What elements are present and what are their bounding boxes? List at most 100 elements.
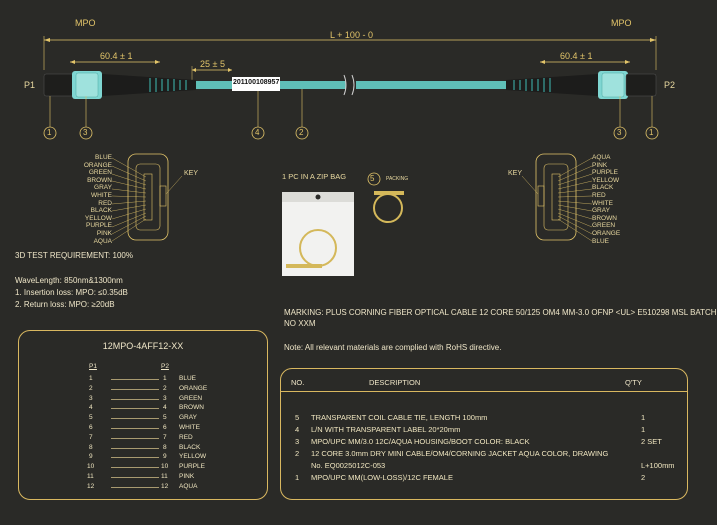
pin-line xyxy=(111,437,159,439)
fiber-color: RED xyxy=(98,199,112,207)
key-left-label: KEY xyxy=(184,170,199,177)
label-offset-dim: 25 ± 5 xyxy=(200,59,225,69)
bom-qty: 2 xyxy=(641,473,646,482)
callout-3-left: 3 xyxy=(83,128,88,137)
connector-left-face xyxy=(111,153,183,242)
pin-p2: 11 xyxy=(161,473,168,480)
connector-right-face xyxy=(521,153,593,242)
pin-p1: 11 xyxy=(87,473,94,480)
p1-label: P1 xyxy=(24,80,36,90)
pin-color: WHITE xyxy=(179,424,200,431)
pin-p2: 12 xyxy=(161,482,169,490)
pin-color: GREEN xyxy=(179,394,203,402)
pin-p1: 5 xyxy=(89,414,93,422)
pin-line xyxy=(111,379,159,380)
bom-qty: 2 SET xyxy=(641,437,662,446)
pin-color: YELLOW xyxy=(179,453,207,461)
fiber-color: GRAY xyxy=(592,207,610,215)
rohs-note: Note: All relevant materials are complie… xyxy=(284,343,502,352)
mpo-left-label: MPO xyxy=(75,18,96,28)
pin-line xyxy=(111,418,159,420)
packing-title: 1 PC IN A ZIP BAG xyxy=(282,172,347,181)
fiber-color: BLACK xyxy=(592,184,614,192)
pin-p1: 10 xyxy=(87,463,95,471)
cable-label-number: 201100108957 xyxy=(233,79,280,86)
p2-label: P2 xyxy=(664,80,676,90)
fiber-color: AQUA xyxy=(592,154,611,161)
fiber-color: BLUE xyxy=(592,237,609,245)
packing-callout: 5 xyxy=(370,174,375,183)
pin-line xyxy=(111,388,159,390)
bom-description: No. EQ0025012C-053 xyxy=(311,461,386,470)
fiber-color: BLACK xyxy=(90,207,112,215)
bom-qty: 1 xyxy=(641,413,646,422)
fiber-color: GREEN xyxy=(88,169,112,177)
pin-line xyxy=(111,457,159,459)
pinout-row: 3 3 GREEN xyxy=(89,395,259,405)
fiber-color: GRAY xyxy=(94,184,112,192)
pin-color: ORANGE xyxy=(179,384,208,392)
pin-p2: 1 xyxy=(163,375,167,382)
pin-line xyxy=(111,467,159,469)
packing-label: PACKING xyxy=(386,176,409,182)
pin-p2: 4 xyxy=(163,404,167,412)
pin-p2: 3 xyxy=(163,394,167,402)
pin-p2: 5 xyxy=(163,414,167,422)
pinout-row: 12 12 AQUA xyxy=(87,482,259,493)
pin-line xyxy=(111,398,159,400)
pin-line xyxy=(111,477,159,478)
bom-header-description: DESCRIPTION xyxy=(369,378,421,387)
test-return-loss: 2. Return loss: MPO: ≥20dB xyxy=(15,300,115,309)
fiber-color: RED xyxy=(592,191,606,199)
pin-p2: 6 xyxy=(163,424,167,431)
left-length-dim: 60.4 ± 1 xyxy=(100,51,133,61)
callout-1-right: 1 xyxy=(649,128,654,137)
pin-p2: 7 xyxy=(163,433,167,441)
pinout-col-p1: P1 xyxy=(89,363,97,370)
fiber-color: BROWN xyxy=(592,214,617,222)
bom-no: 3 xyxy=(295,437,300,446)
pin-p2: 9 xyxy=(163,453,167,461)
fiber-color: PURPLE xyxy=(592,169,619,177)
callout-2: 2 xyxy=(299,128,304,137)
bom-row: 4 L/N WITH TRANSPARENT LABEL 20*20mm 1 xyxy=(289,425,669,437)
test-wavelength: WaveLength: 850nm&1300nm xyxy=(15,276,123,285)
fiber-color: PURPLE xyxy=(85,222,112,230)
key-right-label: KEY xyxy=(508,170,523,177)
fiber-color: PINK xyxy=(592,161,608,169)
test-insertion-loss: 1. Insertion loss: MPO: ≤0.35dB xyxy=(15,288,128,297)
pin-p1: 12 xyxy=(87,482,95,490)
bom-panel: NO. DESCRIPTION Q'TY 5 TRANSPARENT COIL … xyxy=(280,368,688,500)
pin-p1: 7 xyxy=(89,433,93,441)
fiber-color: BROWN xyxy=(87,176,112,184)
callout-3-right: 3 xyxy=(617,128,622,137)
bom-description: MPO/UPC MM/3.0 12C/AQUA HOUSING/BOOT COL… xyxy=(311,437,530,446)
pinout-col-p2: P2 xyxy=(161,363,169,370)
pin-p1: 3 xyxy=(89,394,93,402)
bom-description: TRANSPARENT COIL CABLE TIE, LENGTH 100mm xyxy=(311,413,488,422)
pin-color: AQUA xyxy=(179,482,198,490)
pin-line xyxy=(111,408,159,410)
fiber-color: ORANGE xyxy=(83,161,112,169)
pin-p1: 8 xyxy=(89,443,93,451)
bom-no: 5 xyxy=(295,413,300,422)
bom-qty: L+100mm xyxy=(641,461,675,470)
pin-line xyxy=(111,428,159,429)
pin-color: BROWN xyxy=(179,404,204,412)
pin-color: BLACK xyxy=(179,443,201,451)
fiber-color: WHITE xyxy=(91,191,112,199)
bom-header-qty: Q'TY xyxy=(625,378,642,387)
fiber-color: YELLOW xyxy=(592,176,620,184)
bom-description: L/N WITH TRANSPARENT LABEL 20*20mm xyxy=(311,425,461,434)
fiber-color: ORANGE xyxy=(592,229,621,237)
fiber-color: BLUE xyxy=(95,154,112,161)
bom-row: 3 MPO/UPC MM/3.0 12C/AQUA HOUSING/BOOT C… xyxy=(289,437,669,449)
bom-row: No. EQ0025012C-053 L+100mm xyxy=(289,461,675,473)
pin-p1: 1 xyxy=(89,375,93,382)
